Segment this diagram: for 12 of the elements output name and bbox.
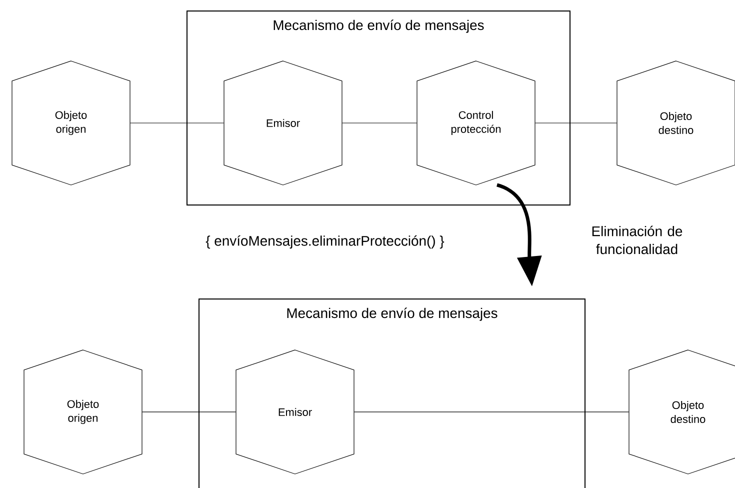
connector-line [342,122,418,124]
hexagon: Emisor [224,60,342,186]
annotation-text: { envíoMensajes.eliminarProtección() } [206,235,444,249]
annotation-text: Eliminación de funcionalidad [592,226,682,254]
hexagon: Objeto destino [616,60,735,186]
hexagon: Objeto origen [12,60,130,186]
hexagon: Objeto origen [24,350,142,474]
hexagon: Control protección [416,60,536,186]
connector-line [534,122,618,124]
hexagon: Emisor [236,350,354,474]
hexagon: Objeto destino [628,350,735,474]
connector-line [130,122,224,124]
